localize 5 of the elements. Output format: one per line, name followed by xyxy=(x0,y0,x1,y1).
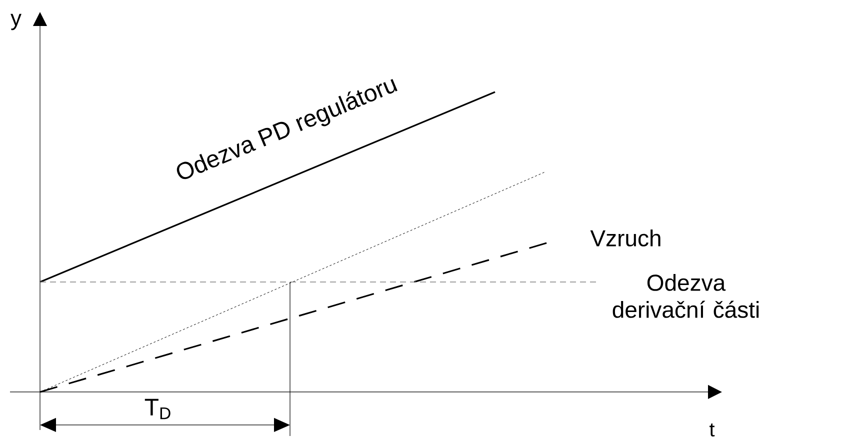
curve-label: Vzruch xyxy=(590,230,660,246)
axis-label: t xyxy=(710,423,715,437)
curve-label: Odezva derivační části xyxy=(612,274,759,318)
dimension-label: T$_{D}$ xyxy=(144,398,170,420)
axis-label: y xyxy=(10,14,22,30)
